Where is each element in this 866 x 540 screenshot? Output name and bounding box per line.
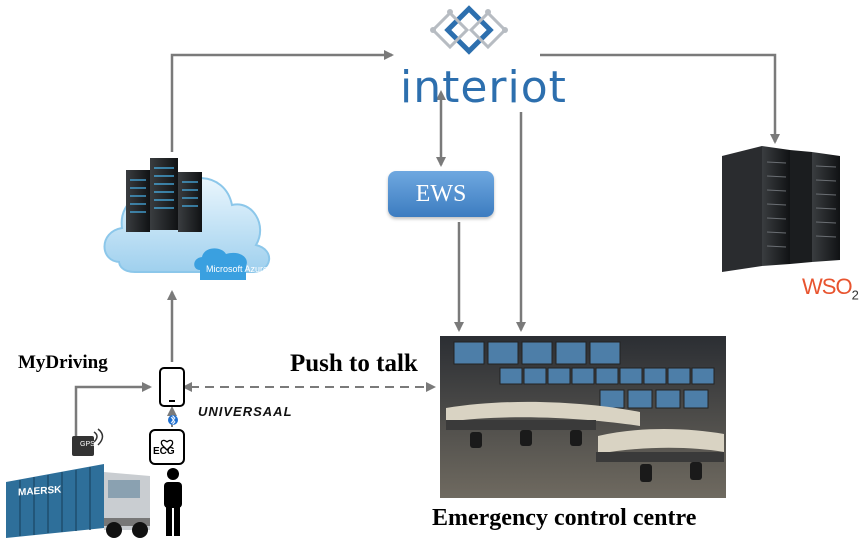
person-icon xyxy=(164,468,182,536)
azure-logo-text: Microsoft Azure xyxy=(206,264,269,274)
smartphone-icon xyxy=(159,367,185,407)
wso2-logo: WSO2 xyxy=(802,274,859,303)
arrow-interiot-to-wso2 xyxy=(540,53,780,144)
gps-label: GPS xyxy=(80,441,95,448)
wso2-server-icon xyxy=(722,146,840,272)
wso2-logo-sub: 2 xyxy=(851,287,859,303)
ecg-label: ECG xyxy=(153,446,175,457)
interiot-wordmark: interiot xyxy=(400,62,567,113)
universaal-logo: UNIVERSAAL xyxy=(198,404,293,419)
arrow-gps-to-phone xyxy=(74,382,152,440)
wso2-logo-text: WSO xyxy=(802,274,853,299)
azure-cloud-icon xyxy=(103,158,270,280)
bluetooth-icon xyxy=(168,415,178,425)
ews-node: EWS xyxy=(388,171,494,217)
emergency-control-centre-label: Emergency control centre xyxy=(432,505,697,531)
truck-icon xyxy=(6,464,150,538)
arrow-azure-to-interiot xyxy=(170,50,394,152)
gps-device-icon xyxy=(72,428,104,456)
interiot-logo-icon xyxy=(430,5,508,55)
emergency-control-centre-image xyxy=(440,336,726,498)
ecg-sensor-icon xyxy=(149,429,185,465)
push-to-talk-label: Push to talk xyxy=(290,350,418,377)
connectors xyxy=(74,50,780,440)
mydriving-label: MyDriving xyxy=(18,352,108,373)
